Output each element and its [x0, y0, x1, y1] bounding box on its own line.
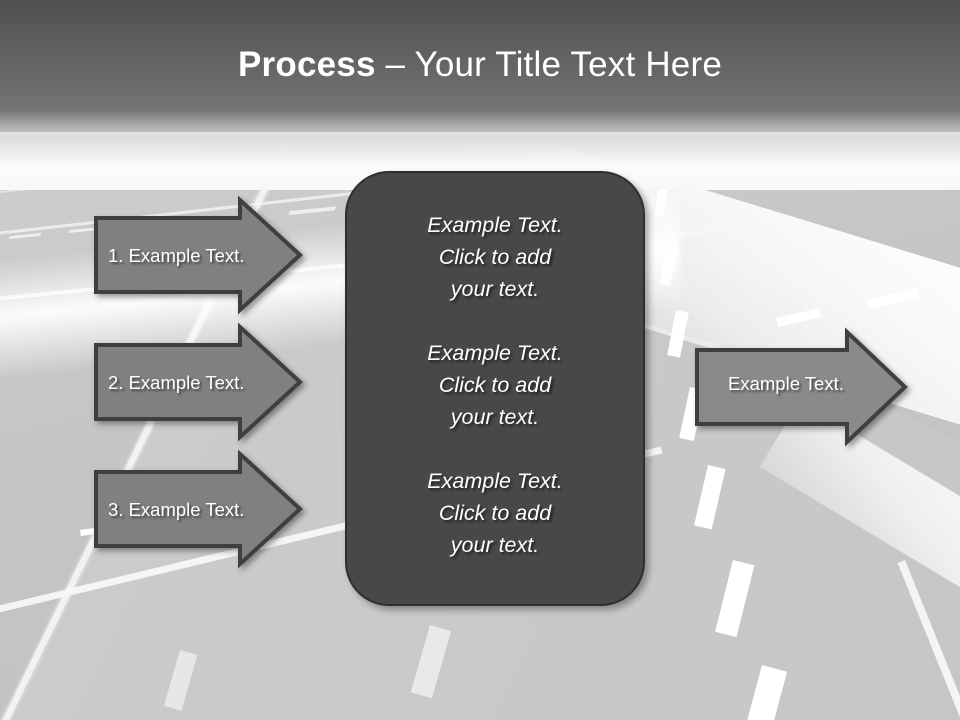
input-arrow-3[interactable] [94, 449, 303, 569]
title-bold-part: Process [238, 45, 376, 84]
panel-text-line: your text. [450, 405, 540, 429]
right-arrow-icon [94, 322, 303, 442]
panel-text-line: Click to add [438, 373, 552, 397]
slide-title: Process – Your Title Text Here [0, 45, 960, 85]
panel-text-line: Example Text. [427, 213, 563, 237]
right-arrow-icon [94, 449, 303, 569]
panel-text-line: Click to add [438, 501, 552, 525]
panel-text-line: Click to add [438, 245, 552, 269]
center-content-panel[interactable]: Example Text. Click to add your text. Ex… [345, 171, 645, 606]
input-arrow-1[interactable] [94, 195, 303, 315]
panel-text-line: Example Text. [427, 469, 563, 493]
right-arrow-icon [695, 327, 908, 447]
output-arrow[interactable] [695, 327, 908, 447]
panel-text-line: your text. [450, 277, 540, 301]
input-arrow-2[interactable] [94, 322, 303, 442]
panel-text-block-3[interactable]: Example Text. Click to add your text. [389, 465, 601, 561]
panel-text-block-1[interactable]: Example Text. Click to add your text. [389, 209, 601, 305]
panel-text-block-2[interactable]: Example Text. Click to add your text. [389, 337, 601, 433]
panel-text-line: Example Text. [427, 341, 563, 365]
panel-text-line: your text. [450, 533, 540, 557]
title-rest-part: – Your Title Text Here [375, 45, 722, 84]
right-arrow-icon [94, 195, 303, 315]
